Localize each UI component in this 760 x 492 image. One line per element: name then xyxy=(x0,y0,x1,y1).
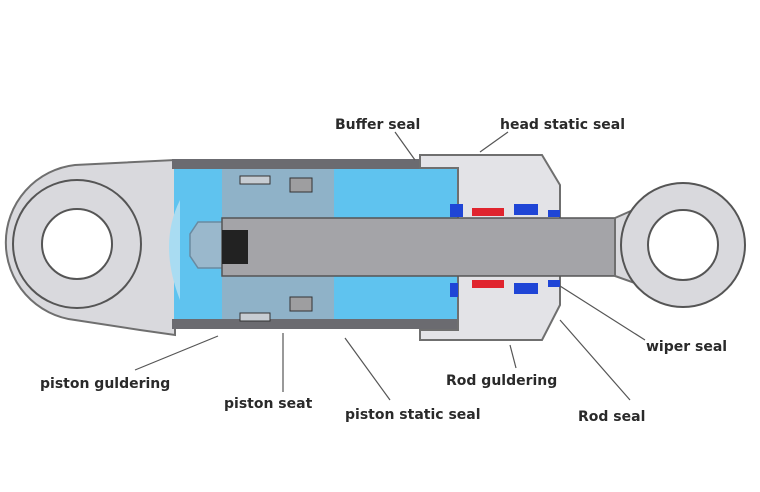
leader-head-static-seal xyxy=(479,131,509,153)
head-seals xyxy=(450,204,560,297)
rod-seal-blue-top xyxy=(514,204,538,215)
right-clevis xyxy=(614,182,746,308)
piston-guide-ring-bottom xyxy=(239,312,271,322)
right-eye-hole xyxy=(647,209,719,281)
rod-seal-red-bottom xyxy=(472,280,504,288)
left-clevis xyxy=(4,158,176,337)
label-rod-guidering: Rod guldering xyxy=(446,373,557,389)
piston-guide-ring-top xyxy=(239,175,271,185)
rod-seal-blue-bottom xyxy=(514,283,538,294)
label-wiper-seal: wiper seal xyxy=(646,339,727,355)
buffer-seal-top xyxy=(450,204,463,217)
rod-body xyxy=(221,217,643,277)
label-head-static-seal: head static seal xyxy=(500,117,625,133)
piston-rod xyxy=(221,217,643,277)
label-piston-seat: piston seat xyxy=(224,396,313,412)
piston-seal-bottom xyxy=(289,296,313,312)
leader-piston-static-seal xyxy=(344,337,391,401)
fluid-left-cap xyxy=(169,200,180,300)
tube-bottom-wall xyxy=(172,319,462,329)
rod-seal-red-top xyxy=(472,208,504,216)
wiper-seal-top xyxy=(548,210,560,217)
label-rod-seal: Rod seal xyxy=(578,409,645,425)
wiper-seal-bottom xyxy=(548,280,560,287)
leader-wiper-seal xyxy=(559,285,646,341)
label-buffer-seal: Buffer seal xyxy=(335,117,420,133)
labels: Buffer seal head static seal wiper seal … xyxy=(40,117,727,425)
rod-end-nut xyxy=(222,230,248,264)
piston-seal-top xyxy=(289,177,313,193)
leader-buffer-seal xyxy=(394,131,416,161)
label-piston-static-seal: piston static seal xyxy=(345,407,481,423)
leader-piston-guidering xyxy=(134,335,219,371)
buffer-seal-bottom xyxy=(450,283,458,297)
left-eye-hole xyxy=(41,208,113,280)
label-piston-guidering: piston guldering xyxy=(40,376,170,392)
leader-rod-guidering xyxy=(509,344,517,369)
leader-lines xyxy=(134,131,646,401)
leader-rod-seal xyxy=(559,319,631,401)
tube-top-wall xyxy=(172,159,462,169)
